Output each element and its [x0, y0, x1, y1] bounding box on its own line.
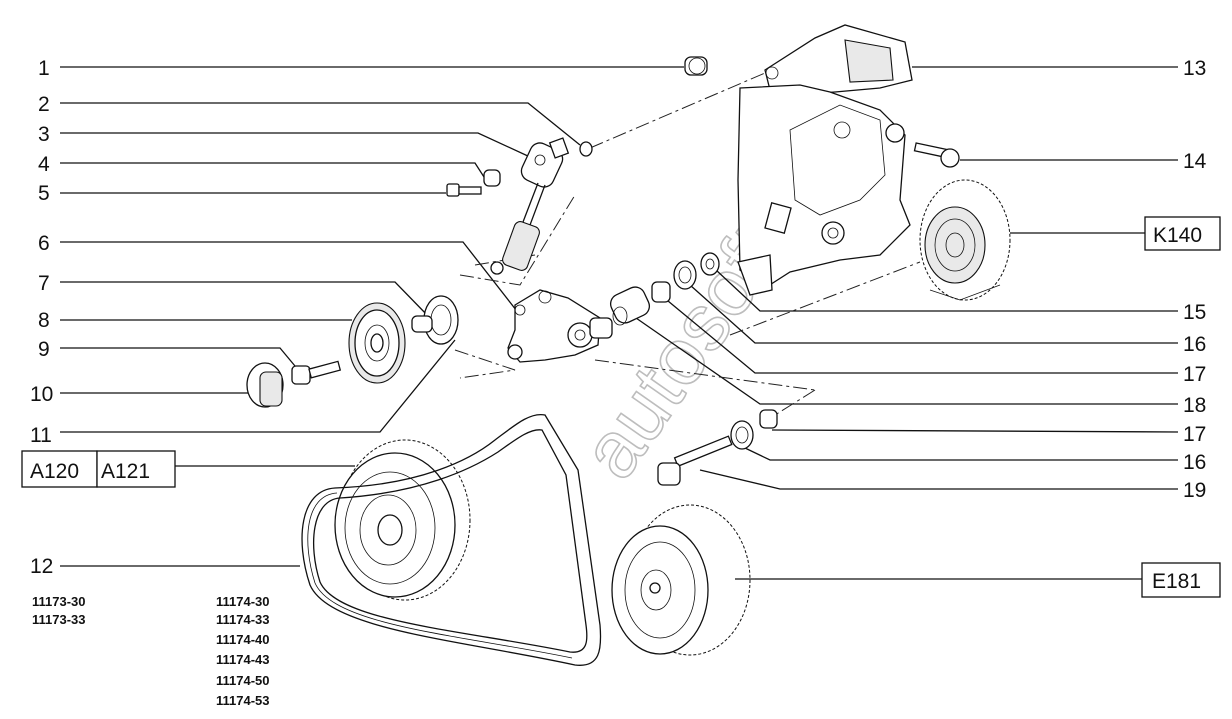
code-col2-0: 11174-30 [216, 594, 270, 609]
callout-17-upper: 17 [1183, 363, 1206, 386]
bracket-part-6 [507, 289, 613, 363]
callout-9: 9 [38, 338, 50, 361]
box-k140: K140 [1144, 216, 1221, 251]
code-col1-0: 11173-30 [32, 594, 86, 609]
callout-8: 8 [38, 309, 50, 332]
code-col1-1: 11173-33 [32, 612, 86, 627]
seal-part-16-upper [673, 260, 697, 290]
ref-a121: A121 [101, 460, 150, 483]
callout-2: 2 [38, 93, 50, 116]
callout-4: 4 [38, 153, 50, 176]
spacer-part-17-upper [651, 281, 671, 303]
box-a120-a121: A120 A121 [21, 450, 176, 488]
bolt-part-5 [446, 183, 482, 197]
bushing-part-1 [684, 56, 708, 76]
callout-10: 10 [30, 383, 53, 406]
bolt-part-19 [657, 435, 733, 486]
washer-part-15 [700, 252, 720, 276]
main-bracket-part-13 [737, 24, 913, 296]
callout-16-lower: 16 [1183, 451, 1206, 474]
left-callouts: 1 2 3 4 5 6 7 8 9 10 11 12 [30, 57, 53, 578]
bolt-part-9 [291, 360, 342, 385]
callout-18: 18 [1183, 394, 1206, 417]
sleeve-part-18 [609, 286, 651, 326]
spacer-part-4 [483, 169, 501, 187]
tensioner-part-3 [490, 137, 570, 275]
crankshaft-pulley-a120 [334, 439, 471, 601]
belt-part-12 [301, 413, 602, 666]
spacer-part-17-lower [759, 409, 778, 429]
callout-13: 13 [1183, 57, 1206, 80]
code-col2-5: 11174-53 [216, 693, 270, 708]
model-codes: 11173-30 11173-33 11174-30 11174-33 1117… [32, 594, 270, 708]
cap-part-7 [411, 295, 459, 345]
seal-part-16-lower [730, 420, 754, 450]
alternator-k140 [919, 179, 1011, 301]
box-e181: E181 [1141, 562, 1221, 598]
callout-17-lower: 17 [1183, 423, 1206, 446]
code-col2-3: 11174-43 [216, 652, 270, 667]
code-col2-4: 11174-50 [216, 673, 270, 688]
cap-part-10 [246, 362, 284, 408]
callout-16-upper: 16 [1183, 333, 1206, 356]
callout-11: 11 [30, 424, 52, 447]
ref-a120: A120 [30, 460, 79, 483]
callout-14: 14 [1183, 150, 1207, 173]
callout-7: 7 [38, 272, 50, 295]
compressor-e181 [611, 504, 751, 656]
callout-12: 12 [30, 555, 53, 578]
bolt-part-14 [913, 142, 960, 168]
callout-5: 5 [38, 182, 50, 205]
code-col2-2: 11174-40 [216, 632, 270, 647]
leader-lines [60, 66, 1179, 580]
washer-part-2 [579, 141, 593, 157]
callout-3: 3 [38, 123, 50, 146]
assembly-lines [454, 72, 921, 416]
ref-e181: E181 [1152, 570, 1201, 593]
callout-15: 15 [1183, 301, 1206, 324]
callout-6: 6 [38, 232, 50, 255]
right-callouts: 13 14 15 16 17 18 17 16 19 [1183, 57, 1207, 502]
ref-k140: K140 [1153, 224, 1202, 247]
idler-pulley-part-8 [348, 302, 406, 384]
code-col2-1: 11174-33 [216, 612, 270, 627]
callout-19: 19 [1183, 479, 1206, 502]
callout-1: 1 [38, 57, 50, 80]
